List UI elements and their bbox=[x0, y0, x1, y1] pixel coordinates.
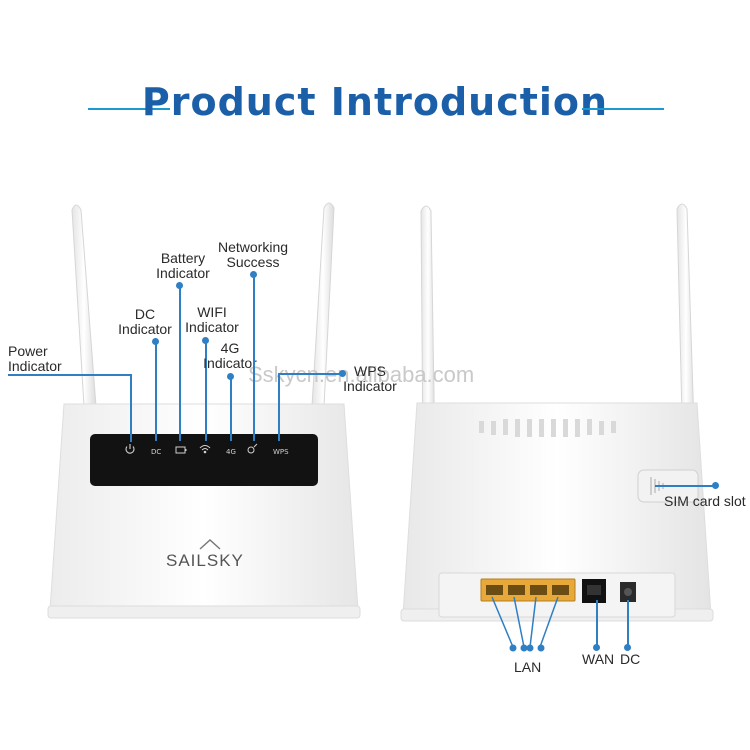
header-line-right bbox=[582, 108, 664, 110]
wps-indicator-label: WPS Indicator bbox=[343, 363, 397, 394]
dc-back-label: DC bbox=[620, 651, 641, 667]
brand-text: SAILSKY bbox=[166, 551, 244, 570]
vents bbox=[479, 419, 616, 437]
sim-dot bbox=[712, 482, 719, 489]
wps-leader-v bbox=[278, 373, 280, 441]
power-indicator-label: Power Indicator bbox=[8, 343, 62, 374]
lan-label: LAN bbox=[514, 659, 542, 675]
dc-indicator-label: DC Indicator bbox=[118, 306, 172, 337]
lan-ports bbox=[480, 578, 576, 602]
antenna-left bbox=[71, 204, 97, 407]
wan-dot bbox=[593, 644, 600, 651]
led-panel bbox=[90, 434, 318, 486]
battery-led-icon bbox=[175, 446, 187, 454]
header-line-left bbox=[88, 108, 170, 110]
4g-leader bbox=[230, 376, 232, 441]
wifi-led-icon bbox=[199, 445, 211, 454]
wifi-leader bbox=[205, 340, 207, 441]
lan-leaders bbox=[491, 596, 559, 652]
brand-logo: SAILSKY bbox=[166, 539, 244, 570]
wifi-indicator-label: WIFI Indicator bbox=[185, 304, 239, 335]
dc-leader bbox=[155, 341, 157, 441]
wan-leader bbox=[596, 600, 598, 646]
wan-label: WAN bbox=[582, 651, 615, 667]
power-leader-v bbox=[130, 374, 132, 442]
router-back-image bbox=[400, 203, 714, 622]
networking-indicator-label: Networking Success bbox=[217, 239, 289, 270]
dc-back-dot bbox=[624, 644, 631, 651]
power-leader-h bbox=[8, 374, 131, 376]
4g-indicator-label: 4G Indicator bbox=[203, 340, 257, 371]
networking-leader bbox=[253, 274, 255, 441]
sim-card-slot-label: SIM card slot bbox=[664, 493, 746, 509]
sim-leader bbox=[655, 485, 713, 487]
header: Product Introduction bbox=[0, 80, 750, 140]
page-title: Product Introduction bbox=[141, 80, 609, 124]
wps-led-label: WPS bbox=[273, 448, 289, 456]
dc-back-leader bbox=[627, 600, 629, 646]
4g-led-label: 4G bbox=[226, 448, 236, 456]
networking-led-icon bbox=[247, 443, 258, 454]
wps-dot bbox=[339, 370, 346, 377]
battery-indicator-label: Battery Indicator bbox=[156, 250, 210, 281]
dc-led-label: DC bbox=[151, 448, 161, 456]
battery-leader bbox=[179, 285, 181, 441]
wps-leader-h bbox=[278, 373, 341, 375]
power-led-icon bbox=[125, 444, 135, 454]
router-front-image: DC 4G WPS SAILSKY bbox=[47, 202, 361, 619]
watermark: Sskycn.en.alibaba.com bbox=[248, 362, 475, 387]
